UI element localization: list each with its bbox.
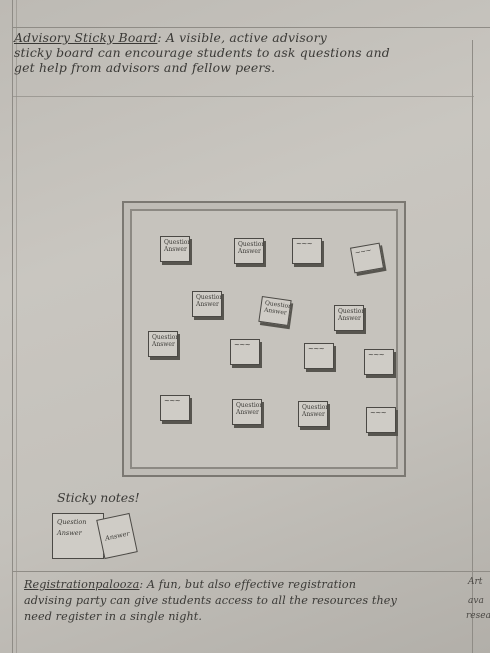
sticky-note: Question Answer	[148, 331, 178, 357]
sticky-note: ~~~	[304, 343, 334, 369]
sticky-note: Question Answer	[298, 401, 328, 427]
sticky-note: Question Answer	[234, 238, 264, 264]
advisory-line-1: : A visible, active advisory	[157, 30, 327, 45]
sticky-note: ~~~	[366, 407, 396, 433]
sticky-note: ~~~	[160, 395, 190, 421]
edge-text-2: ava	[468, 596, 484, 606]
advisory-line-2: sticky board can encourage students to a…	[14, 45, 390, 60]
sticky-example-note-overlap: Answer	[96, 512, 138, 560]
registration-text: Registrationpalooza: A fun, but also eff…	[24, 577, 454, 625]
sticky-note: ~~~	[230, 339, 260, 365]
header-rule	[12, 96, 474, 97]
top-rule	[12, 27, 490, 28]
sticky-board: Question Answer Question Answer ~~~ ~~~ …	[122, 201, 406, 477]
registration-title: Registrationpalooza	[24, 578, 140, 591]
left-margin-line	[12, 0, 13, 653]
sticky-note: ~~~	[349, 242, 385, 274]
sticky-note: Question Answer	[160, 236, 190, 262]
edge-text-1: Art	[468, 577, 483, 587]
sticky-note: Question Answer	[258, 296, 292, 326]
advisory-title: Advisory Sticky Board	[14, 30, 158, 45]
footer-rule	[12, 571, 490, 572]
registration-line-2: advising party can give students access …	[24, 594, 397, 607]
edge-text-3: resea	[466, 611, 490, 621]
registration-line-3: need register in a single night.	[24, 610, 203, 623]
sticky-example-note: Question Answer	[52, 513, 104, 559]
sticky-note: Question Answer	[334, 305, 364, 331]
advisory-header: Advisory Sticky Board: A visible, active…	[14, 30, 474, 75]
registration-line-1: : A fun, but also effective registration	[139, 578, 357, 591]
sticky-note: ~~~	[292, 238, 322, 264]
left-margin-line-2	[16, 0, 17, 653]
right-margin-line	[472, 40, 473, 653]
sticky-note: ~~~	[364, 349, 394, 375]
sticky-notes-label: Sticky notes!	[57, 490, 140, 505]
sticky-note: Question Answer	[192, 291, 222, 317]
sticky-note: Question Answer	[232, 399, 262, 425]
advisory-line-3: get help from advisors and fellow peers.	[14, 60, 276, 75]
